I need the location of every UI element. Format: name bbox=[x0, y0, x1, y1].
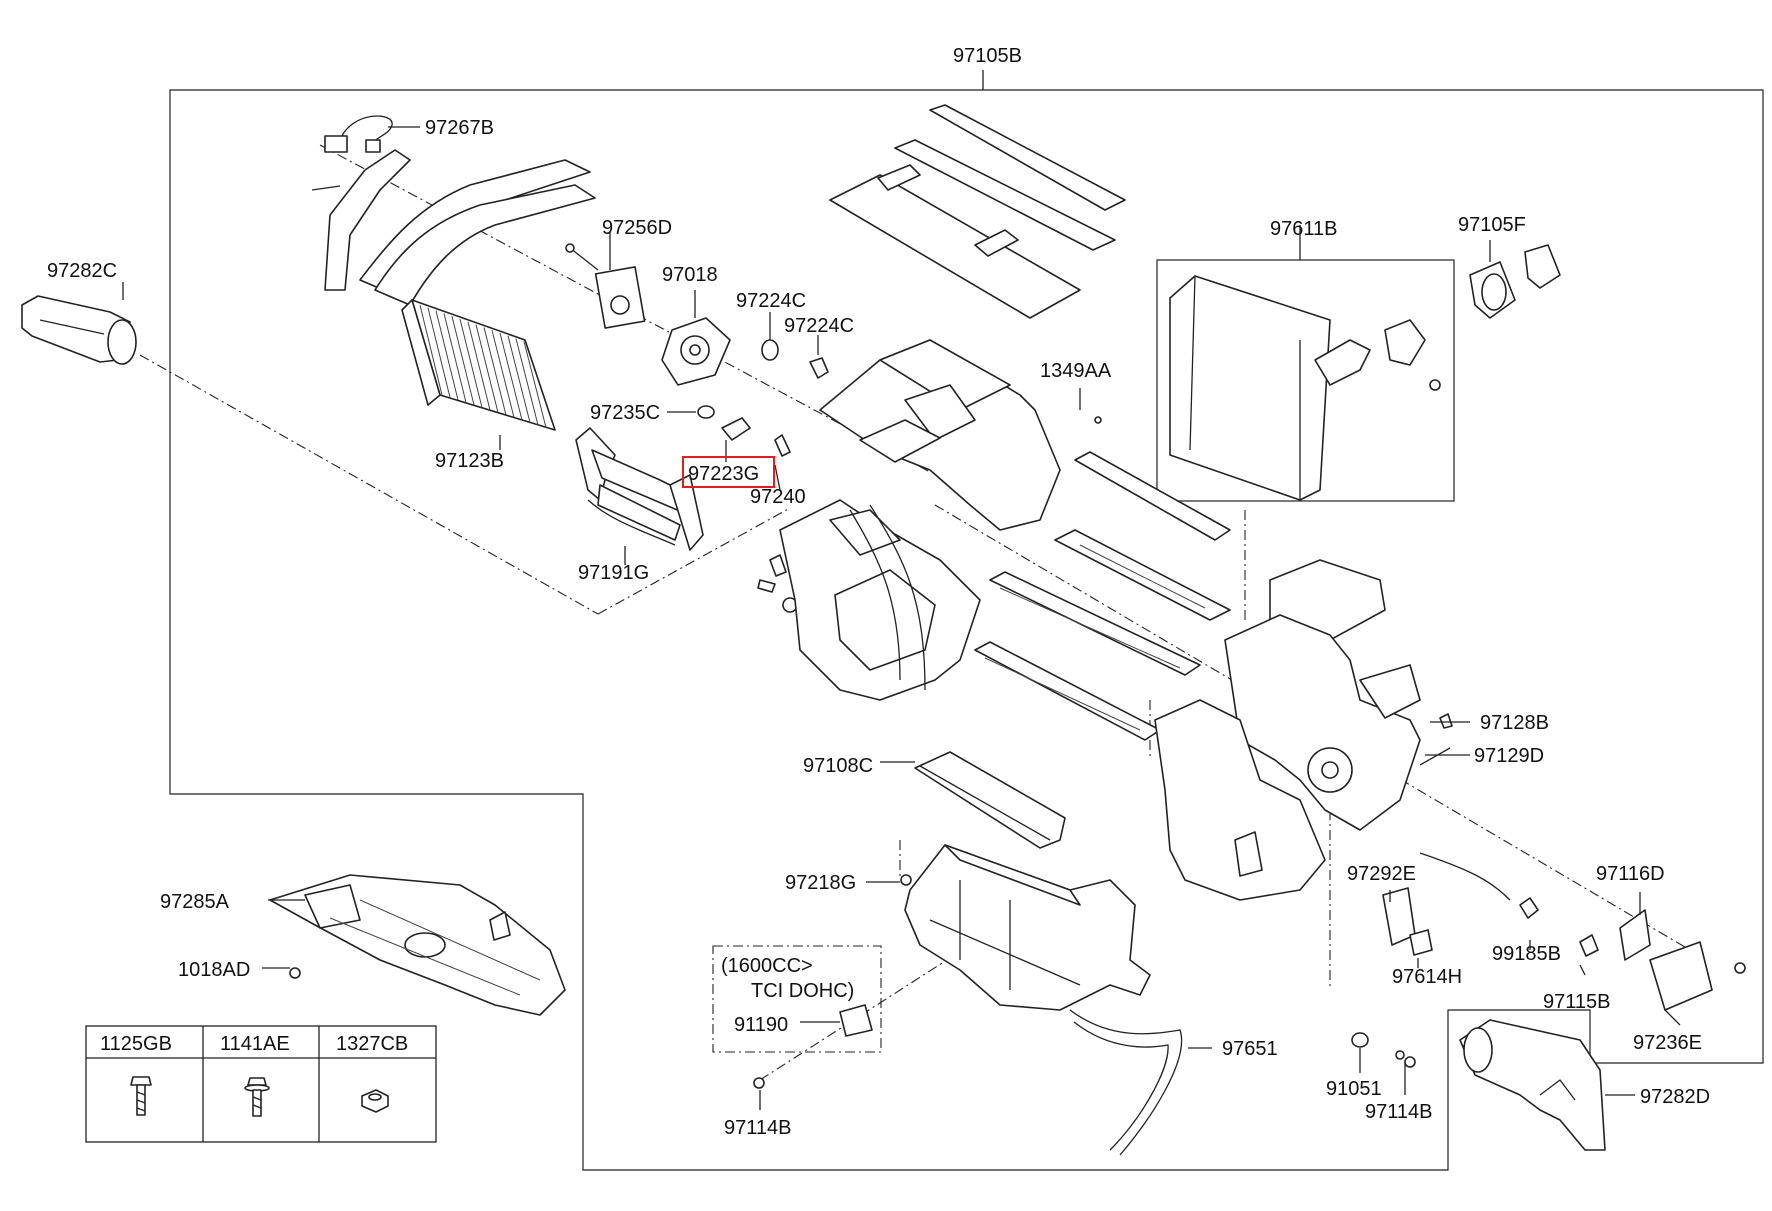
heater-fin bbox=[419, 304, 443, 396]
heater-fin bbox=[451, 316, 475, 406]
label-97114B-b: 97114B bbox=[1365, 1101, 1432, 1123]
heater-fin bbox=[491, 330, 515, 418]
label-1349AA: 1349AA bbox=[1040, 360, 1112, 382]
heater-fin bbox=[443, 313, 467, 403]
label-1018AD: 1018AD bbox=[178, 959, 250, 981]
heater-fin bbox=[467, 321, 491, 411]
label-97235C: 97235C bbox=[590, 402, 660, 424]
heater-core-97123B bbox=[401, 299, 556, 431]
outlet-duct-97282D bbox=[1459, 1019, 1606, 1151]
label-97018: 97018 bbox=[662, 264, 718, 286]
label-97651: 97651 bbox=[1222, 1038, 1278, 1060]
variant-note-line2: TCI DOHC) bbox=[751, 980, 854, 1002]
variant-note-line1: (1600CC> bbox=[721, 955, 813, 977]
under-cover-97285A bbox=[269, 874, 566, 1016]
door-flaps bbox=[974, 451, 1231, 741]
label-97123B: 97123B bbox=[435, 450, 504, 472]
heater-fin bbox=[499, 332, 523, 421]
screws bbox=[289, 416, 1416, 1089]
hvac-housing-right bbox=[1154, 559, 1421, 901]
label-97218G: 97218G bbox=[785, 872, 856, 894]
label-97116D: 97116D bbox=[1596, 863, 1665, 885]
actuator-97256D bbox=[565, 243, 646, 329]
label-97292E: 97292E bbox=[1347, 863, 1416, 885]
label-97129D: 97129D bbox=[1474, 745, 1544, 767]
label-97114B-a: 97114B bbox=[724, 1117, 791, 1139]
motor-97018 bbox=[661, 317, 731, 386]
label-97611B: 97611B bbox=[1270, 218, 1337, 240]
label-97282D: 97282D bbox=[1640, 1086, 1710, 1108]
label-91051: 91051 bbox=[1326, 1078, 1382, 1100]
heater-fin bbox=[483, 327, 507, 416]
heater-fin bbox=[523, 341, 547, 428]
label-99185B: 99185B bbox=[1492, 943, 1561, 965]
highlight-97223G bbox=[682, 456, 775, 488]
label-97223G[interactable]: 97223G bbox=[688, 463, 759, 485]
assembly-frame bbox=[169, 89, 1764, 1171]
heater-fin bbox=[475, 324, 499, 413]
hvac-housing-main bbox=[779, 339, 1061, 701]
label-97282C: 97282C bbox=[47, 260, 117, 282]
label-97224C-a: 97224C bbox=[736, 290, 806, 312]
part-labels: 97105B 97267B 97282C 97256D 97018 97224C… bbox=[47, 45, 1710, 1139]
label-97256D: 97256D bbox=[602, 217, 672, 239]
label-91190: 91190 bbox=[734, 1014, 788, 1036]
label-97236E: 97236E bbox=[1633, 1032, 1702, 1054]
label-97267B: 97267B bbox=[425, 117, 494, 139]
heater-fin bbox=[515, 338, 539, 426]
lower-case bbox=[904, 844, 1151, 1011]
variant-box: (1600CC> TCI DOHC) bbox=[712, 945, 882, 1053]
label-97285A: 97285A bbox=[160, 891, 230, 913]
label-97105B: 97105B bbox=[953, 45, 1022, 67]
label-97191G: 97191G bbox=[578, 562, 649, 584]
label-97240: 97240 bbox=[750, 486, 806, 508]
core-bracket-97191G bbox=[575, 427, 704, 551]
label-97108C: 97108C bbox=[803, 755, 873, 777]
heater-fin bbox=[507, 335, 531, 423]
heater-fin bbox=[427, 307, 451, 398]
label-97614H: 97614H bbox=[1392, 966, 1462, 988]
table-header-1327CB: 1327CB bbox=[336, 1033, 408, 1055]
table-header-1141AE: 1141AE bbox=[220, 1033, 290, 1055]
leader-lines bbox=[122, 126, 1681, 1110]
fastener-table: 1125GB 1141AE 1327CB bbox=[85, 1025, 437, 1143]
label-97224C-b: 97224C bbox=[784, 315, 854, 337]
label-97115B: 97115B bbox=[1543, 991, 1610, 1013]
bolt-icon bbox=[130, 1076, 152, 1116]
grommets-97105F bbox=[1469, 244, 1561, 319]
table-header-1125GB: 1125GB bbox=[100, 1033, 172, 1055]
evaporator-97611B bbox=[1156, 225, 1455, 502]
heater-fin bbox=[459, 318, 483, 408]
label-97105F: 97105F bbox=[1458, 214, 1526, 236]
drain-hose-97651 bbox=[1069, 1009, 1183, 1156]
channel-97108C bbox=[914, 751, 1066, 849]
air-filter bbox=[829, 104, 1126, 319]
small-fittings bbox=[697, 339, 829, 613]
flange-bolt-icon bbox=[244, 1077, 270, 1117]
heater-pipes-97267B bbox=[311, 115, 596, 306]
heater-fin bbox=[435, 310, 459, 401]
right-small-parts bbox=[1351, 713, 1746, 1060]
label-97128B: 97128B bbox=[1480, 712, 1549, 734]
nut-icon bbox=[361, 1089, 389, 1113]
intake-duct-97282C bbox=[21, 295, 137, 365]
